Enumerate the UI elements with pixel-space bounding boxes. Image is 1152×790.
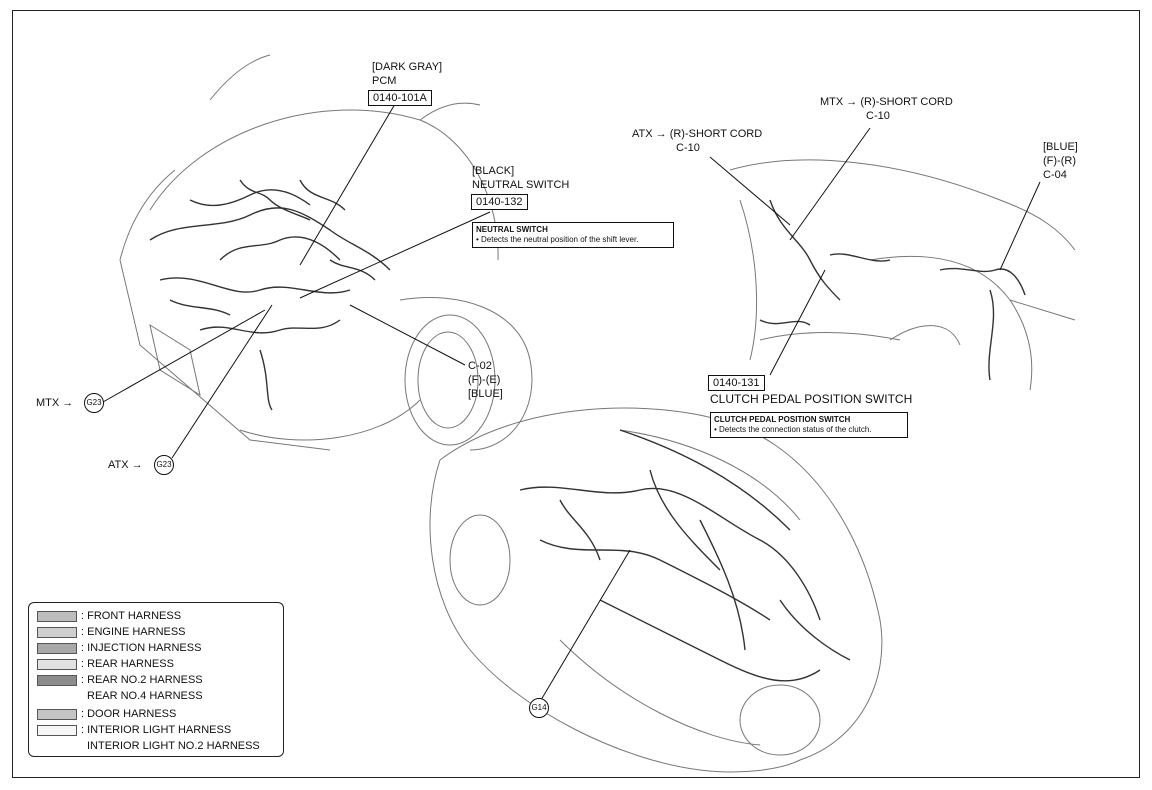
mtx-short-cord-connector: C-10: [866, 110, 890, 122]
harness-legend: : FRONT HARNESS : ENGINE HARNESS : INJEC…: [28, 602, 284, 757]
clutch-switch-note-text: • Detects the connection status of the c…: [714, 425, 872, 434]
legend-item-continuation: INTERIOR LIGHT NO.2 HARNESS: [87, 740, 260, 752]
mtx-ground-label: MTX →: [36, 397, 74, 409]
clutch-switch-note: CLUTCH PEDAL POSITION SWITCH • Detects t…: [710, 412, 908, 438]
legend-swatch: [37, 674, 77, 686]
legend-swatch: [37, 626, 77, 638]
pcm-color-label: [DARK GRAY]: [372, 61, 443, 73]
neutral-switch-name-label: NEUTRAL SWITCH: [472, 179, 570, 191]
neutral-switch-note-text: • Detects the neutral position of the sh…: [476, 235, 639, 244]
legend-swatch: [37, 610, 77, 622]
ground-g23-mtx-icon: G23: [84, 393, 104, 413]
neutral-switch-color-label: [BLACK]: [472, 165, 515, 177]
engine-harness-wiring: [149, 179, 391, 411]
arrow-right-icon: →: [131, 459, 143, 471]
leader-lines: [102, 103, 1041, 701]
neutral-switch-note-title: NEUTRAL SWITCH: [476, 225, 548, 234]
c04-pin-label: (F)-(R): [1043, 155, 1076, 167]
legend-item: : DOOR HARNESS: [37, 707, 176, 721]
mtx-short-cord-label: MTX → (R)-SHORT CORD: [820, 96, 953, 108]
ground-g14-icon: G14: [529, 698, 549, 718]
interior-illustration: [729, 159, 1076, 391]
clutch-switch-name-label: CLUTCH PEDAL POSITION SWITCH: [710, 392, 913, 406]
atx-short-cord-connector: C-10: [676, 142, 700, 154]
clutch-switch-note-title: CLUTCH PEDAL POSITION SWITCH: [714, 415, 851, 424]
legend-item: : INJECTION HARNESS: [37, 641, 201, 655]
neutral-switch-note: NEUTRAL SWITCH • Detects the neutral pos…: [472, 222, 674, 248]
c02-color-label: [BLUE]: [468, 388, 503, 400]
legend-item: : ENGINE HARNESS: [37, 625, 186, 639]
arrow-right-icon: →: [62, 397, 74, 409]
c04-connector-label: C-04: [1043, 169, 1067, 181]
legend-swatch: [37, 724, 77, 736]
c02-pin-label: (F)-(E): [468, 374, 501, 386]
c04-color-label: [BLUE]: [1043, 141, 1078, 153]
legend-item: : INTERIOR LIGHT HARNESS: [37, 723, 231, 737]
pcm-connector-code: 0140-101A: [368, 90, 432, 106]
legend-item: : FRONT HARNESS: [37, 609, 181, 623]
legend-item: : REAR NO.2 HARNESS: [37, 673, 203, 687]
ground-g23-atx-icon: G23: [154, 455, 174, 475]
vehicle-body-illustration: [429, 407, 883, 773]
vehicle-harness-wiring: [519, 429, 851, 682]
legend-item-continuation: REAR NO.4 HARNESS: [87, 690, 203, 702]
interior-harness-wiring: [759, 199, 1026, 381]
legend-swatch: [37, 642, 77, 654]
neutral-switch-connector-code: 0140-132: [471, 194, 528, 210]
atx-ground-label: ATX →: [108, 459, 143, 471]
clutch-switch-connector-code: 0140-131: [708, 375, 765, 391]
pcm-name-label: PCM: [372, 75, 397, 87]
c02-connector-label: C-02: [468, 360, 492, 372]
legend-item: : REAR HARNESS: [37, 657, 174, 671]
diagram-frame: [12, 10, 1140, 778]
atx-short-cord-label: ATX → (R)-SHORT CORD: [632, 128, 763, 140]
legend-swatch: [37, 708, 77, 720]
legend-swatch: [37, 658, 77, 670]
